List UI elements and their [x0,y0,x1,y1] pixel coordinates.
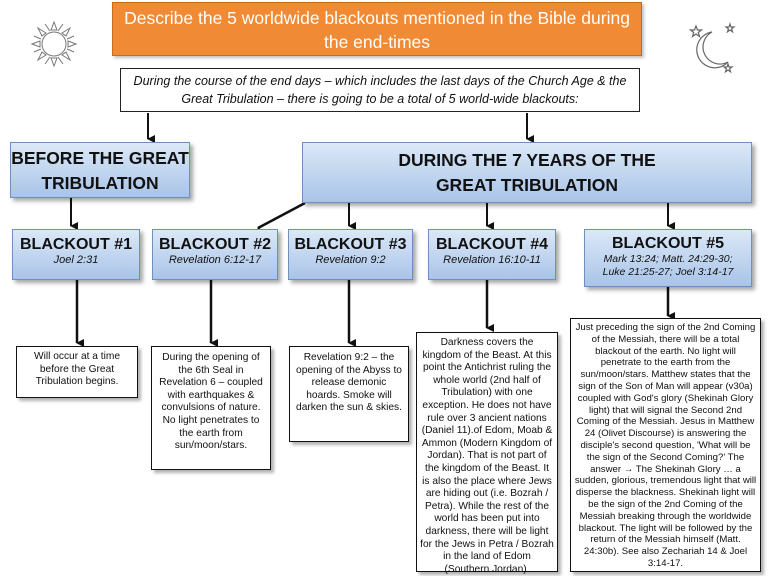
blackout-3-ref: Revelation 9:2 [315,254,386,266]
page-title: Describe the 5 worldwide blackouts menti… [112,2,642,56]
blackout-2-box: BLACKOUT #2 Revelation 6:12-17 [152,229,278,280]
during-tribulation-header: DURING THE 7 YEARS OF THE GREAT TRIBULAT… [302,142,752,203]
moon-stars-icon [688,22,736,74]
before-tribulation-header: BEFORE THE GREAT TRIBULATION [10,142,190,198]
blackout-5-description: Just preceding the sign of the 2nd Comin… [570,318,761,572]
blackout-3-label: BLACKOUT #3 [294,236,407,253]
blackout-4-description: Darkness covers the kingdom of the Beast… [416,332,558,575]
arrow-during-b2 [257,201,306,237]
blackout-4-box: BLACKOUT #4 Revelation 16:10-11 [428,229,556,280]
blackout-1-box: BLACKOUT #1 Joel 2:31 [12,229,140,280]
blackout-4-ref: Revelation 16:10-11 [443,254,541,266]
blackout-3-description: Revelation 9:2 – the opening of the Abys… [289,346,409,442]
sun-icon [30,20,78,68]
blackout-5-label: BLACKOUT #5 [611,235,724,252]
blackout-1-description: Will occur at a time before the Great Tr… [16,346,138,398]
blackout-4-label: BLACKOUT #4 [435,236,548,253]
blackout-1-ref: Joel 2:31 [53,254,99,266]
blackout-3-box: BLACKOUT #3 Revelation 9:2 [288,229,413,280]
blackout-5-box: BLACKOUT #5 Mark 13:24; Matt. 24:29-30; … [584,229,752,287]
blackout-1-label: BLACKOUT #1 [19,236,132,253]
blackout-2-description: During the opening of the 6th Seal in Re… [151,346,271,470]
blackout-5-ref: Mark 13:24; Matt. 24:29-30; Luke 21:25-2… [602,253,734,278]
blackout-2-ref: Revelation 6:12-17 [168,254,262,266]
blackout-2-label: BLACKOUT #2 [158,236,271,253]
intro-text: During the course of the end days – whic… [120,68,640,112]
